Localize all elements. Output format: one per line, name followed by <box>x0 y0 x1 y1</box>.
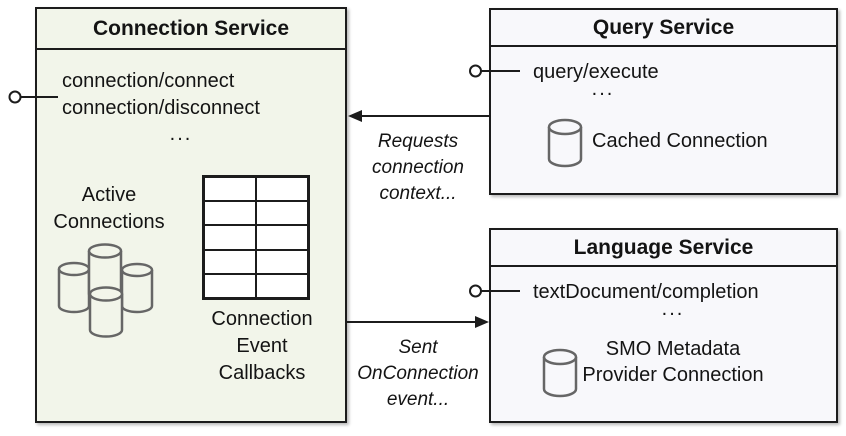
query-service-ellipsis: ... <box>591 78 615 100</box>
requests-arrow-left-icon <box>348 110 489 122</box>
table-cell <box>204 273 256 298</box>
table-cell <box>256 201 308 226</box>
active-connections-label: Active Connections <box>53 184 165 233</box>
table-cell <box>256 273 308 298</box>
smo-metadata-provider-label: SMO Metadata Provider Connection <box>582 338 764 386</box>
requests-connection-context-label: Requests connection context... <box>372 131 464 204</box>
language-service-ellipsis: ... <box>661 298 685 320</box>
smo-provider-database-icon <box>542 348 578 398</box>
sent-arrow-right-icon <box>347 316 489 328</box>
connection-event-callbacks-label: Connection Event Callbacks <box>211 308 313 384</box>
sent-onconnection-event-label: Sent OnConnection event... <box>357 337 479 410</box>
connection-service-title: Connection Service <box>37 9 345 50</box>
cached-connection-label: Cached Connection <box>592 130 768 152</box>
database-cluster-icon <box>57 243 154 338</box>
table-cell <box>204 249 256 274</box>
connection-service-ellipsis: ... <box>169 123 193 145</box>
table-cell <box>204 225 256 250</box>
query-service-title: Query Service <box>491 10 836 47</box>
endpoint-textdocument-completion: textDocument/completion <box>533 281 759 303</box>
table-cell <box>256 177 308 202</box>
table-cell <box>204 177 256 202</box>
language-service-title: Language Service <box>491 230 836 267</box>
endpoint-connection-disconnect: connection/disconnect <box>62 97 260 119</box>
query-service-box: Query Service <box>489 8 838 195</box>
callbacks-table-icon <box>202 175 310 300</box>
table-cell <box>256 225 308 250</box>
cached-connection-database-icon <box>547 118 583 168</box>
endpoint-connection-connect: connection/connect <box>62 70 235 92</box>
endpoint-query-execute: query/execute <box>533 61 659 83</box>
table-cell <box>256 249 308 274</box>
table-cell <box>204 201 256 226</box>
